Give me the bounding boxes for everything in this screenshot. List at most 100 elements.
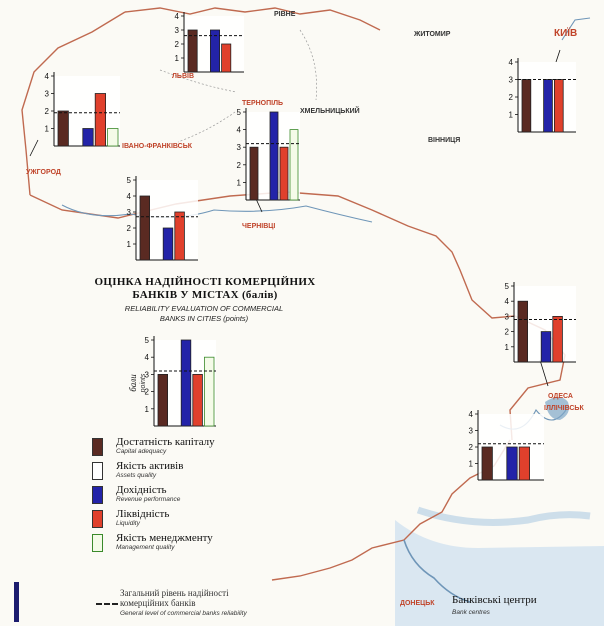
- river-dniester: [61, 204, 373, 223]
- bar-management: [289, 129, 299, 201]
- legend-liquidity-swatch: [92, 510, 103, 528]
- y-tick-label: 4: [469, 410, 474, 419]
- y-tick-label: 1: [505, 343, 510, 352]
- y-tick-label: 2: [469, 443, 474, 452]
- y-tick-label: 3: [505, 312, 510, 321]
- bar-capital: [187, 29, 198, 73]
- city-kyiv: КИЇВ: [554, 26, 577, 39]
- pointer-lines: [29, 49, 561, 387]
- y-tick-label: 4: [127, 192, 132, 201]
- city-zhytomyr: ЖИТОМИР: [413, 31, 451, 38]
- legend-management-swatch: [92, 534, 103, 552]
- y-tick-label: 5: [145, 336, 150, 345]
- y-tick-label: 4: [509, 58, 514, 67]
- city-lviv: ЛЬВІВ: [172, 73, 194, 80]
- bar-revenue: [269, 111, 279, 201]
- bar-capital: [157, 373, 169, 427]
- city-khmelnytskyi: ХМЕЛЬНИЦЬКИЙ: [300, 106, 360, 115]
- legend-capital-swatch: [92, 438, 103, 456]
- city-ivano-frankivsk: ІВАНО-ФРАНКІВСЬК: [122, 143, 193, 150]
- general-level-marker: [14, 582, 19, 622]
- legend-capital-label: Достатність капіталу: [116, 436, 215, 448]
- legend-management-label: Якість менеджменту: [116, 532, 213, 544]
- bar-liquidity: [518, 446, 531, 481]
- city-odesa: ОДЕСА: [548, 393, 573, 400]
- y-tick-label: 3: [509, 76, 514, 85]
- bar-liquidity: [554, 79, 564, 133]
- y-tick-label: 4: [237, 126, 242, 135]
- y-tick-label: 5: [237, 108, 242, 117]
- bar-revenue: [209, 29, 220, 73]
- city-rivne: РІВНЕ: [274, 11, 296, 18]
- bar-revenue: [506, 446, 518, 481]
- legend-capital: Достатність капіталу Capital adequacy: [92, 436, 282, 460]
- y-tick-label: 2: [505, 328, 510, 337]
- y-tick-label: 2: [127, 224, 132, 233]
- bank-centres-label-en: Bank centres: [452, 609, 490, 616]
- legend-revenue-swatch: [92, 486, 103, 504]
- y-tick-label: 3: [145, 370, 150, 379]
- bar-capital: [481, 446, 493, 481]
- chart-ternopil: 1 2 3 4 5: [237, 108, 300, 201]
- bar-capital: [521, 79, 532, 133]
- general-level-label-en: General level of commercial banks reliab…: [120, 610, 247, 617]
- bar-revenue: [180, 339, 192, 427]
- chart-odesa: 1 2 3 4: [469, 410, 544, 481]
- general-level-dash: [96, 603, 118, 605]
- y-tick-label: 2: [145, 388, 150, 397]
- legend-liquidity-label-en: Liquidity: [116, 520, 140, 527]
- bar-liquidity: [552, 315, 563, 363]
- y-tick-label: 4: [175, 12, 180, 21]
- legend-assets-swatch: [92, 462, 103, 480]
- bar-capital: [57, 110, 69, 147]
- title-en-line1: RELIABILITY EVALUATION OF COMMERCIAL: [124, 304, 284, 313]
- y-tick-label: 3: [469, 427, 474, 436]
- y-axis-label-en: points: [140, 373, 147, 393]
- bar-capital: [249, 146, 259, 201]
- legend: Достатність капіталу Capital adequacy Як…: [92, 436, 282, 556]
- legend-revenue: Дохідність Revenue performance: [92, 484, 282, 508]
- y-tick-label: 3: [45, 90, 50, 99]
- state-border: [21, 7, 566, 581]
- oblast-border: [159, 29, 317, 143]
- legend-capital-label-en: Capital adequacy: [116, 448, 167, 455]
- legend-management-label-en: Management quality: [116, 544, 175, 551]
- y-axis-label: бали: [128, 374, 138, 392]
- map-title-en: RELIABILITY EVALUATION OF COMMERCIAL BAN…: [64, 304, 344, 324]
- bar-capital: [139, 195, 151, 261]
- river-delta: [403, 539, 471, 603]
- title-ua-line2: БАНКІВ У МІСТАХ (балів): [132, 289, 278, 301]
- y-tick-label: 1: [127, 240, 132, 249]
- city-chernivtsi: ЧЕРНІВЦІ: [242, 223, 275, 230]
- bar-revenue: [82, 128, 94, 147]
- bar-liquidity: [221, 43, 232, 73]
- general-level-label-1: Загальний рівень надійності: [120, 588, 229, 598]
- bar-management: [203, 356, 215, 427]
- y-tick-label: 4: [505, 297, 510, 306]
- legend-revenue-label-en: Revenue performance: [116, 496, 181, 503]
- y-tick-label: 1: [175, 54, 180, 63]
- river-kyiv: [561, 17, 591, 41]
- bar-liquidity: [174, 211, 185, 261]
- bar-capital: [517, 300, 529, 363]
- y-tick-label: 2: [237, 161, 242, 170]
- bank-centres-label: Банківські центри: [452, 594, 537, 606]
- general-level-label-2: комерційних банків: [120, 598, 196, 608]
- y-tick-label: 2: [509, 93, 514, 102]
- y-tick-label: 1: [237, 178, 242, 187]
- y-tick-label: 3: [237, 143, 242, 152]
- title-ua-line1: ОЦІНКА НАДІЙНОСТІ КОМЕРЦІЙНИХ: [94, 276, 316, 288]
- y-tick-label: 1: [469, 460, 474, 469]
- legend-assets: Якість активів Assets quality: [92, 460, 282, 484]
- legend-assets-label-en: Assets quality: [116, 472, 157, 479]
- city-uzhhorod: УЖГОРОД: [26, 169, 61, 176]
- y-tick-label: 4: [145, 353, 150, 362]
- legend-assets-label: Якість активів: [116, 460, 184, 472]
- bar-liquidity: [192, 373, 203, 427]
